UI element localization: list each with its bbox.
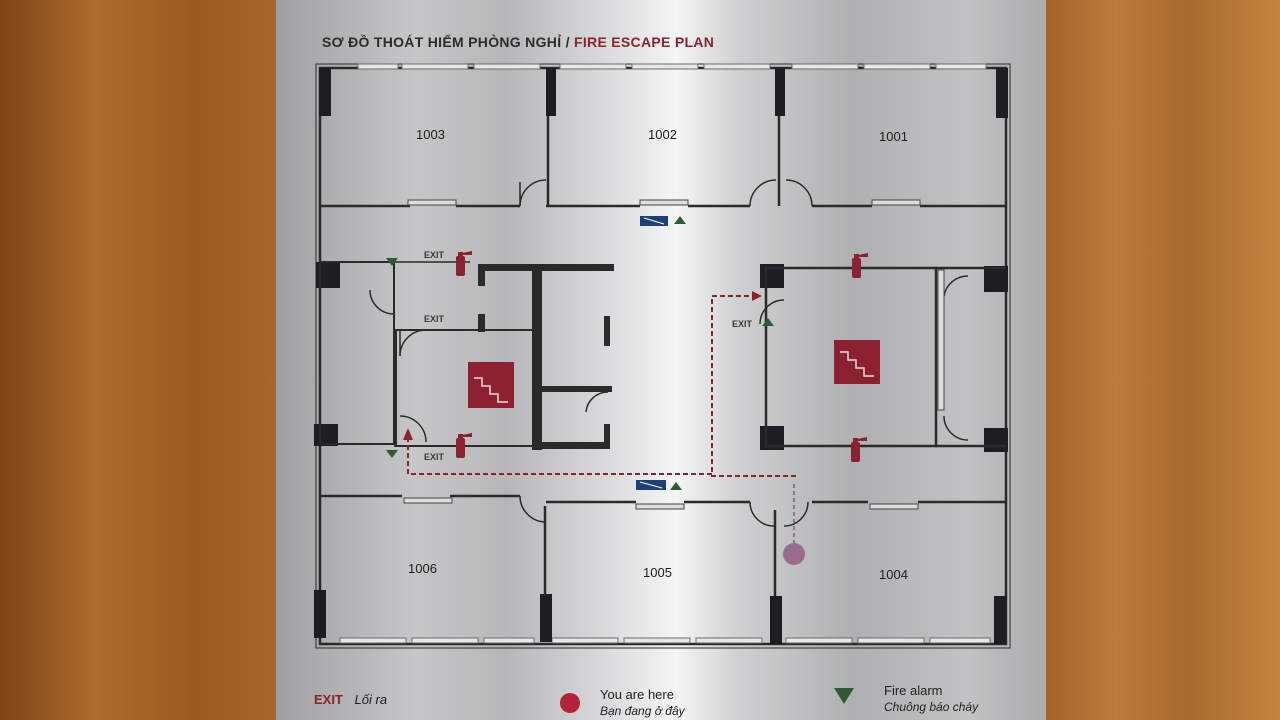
room-label: 1002 — [648, 127, 677, 142]
legend-fire-alarm: Fire alarm Chuông báo cháy — [884, 682, 978, 716]
legend-you-are-here-subtext: Bạn đang ở đây — [600, 704, 685, 718]
room-label: 1005 — [643, 565, 672, 580]
legend-fire-alarm-text: Fire alarm — [884, 683, 943, 698]
room-label: 1006 — [408, 561, 437, 576]
legend-fire-alarm-subtext: Chuông báo cháy — [884, 700, 979, 714]
fire-extinguisher-icon — [456, 251, 472, 276]
windows — [339, 63, 991, 644]
room-label: 1003 — [416, 127, 445, 142]
right-stair-core — [764, 266, 1006, 448]
wood-background-left — [0, 0, 276, 720]
exit-label: EXIT — [424, 314, 445, 324]
exit-arrow-icon — [403, 291, 762, 440]
legend-exit: EXIT Lối ra — [314, 692, 387, 707]
stairs-icon — [468, 362, 514, 408]
fire-extinguisher-icon — [852, 253, 868, 278]
left-stair-core — [319, 261, 537, 447]
exit-label: EXIT — [732, 319, 753, 329]
exit-label: EXIT — [424, 250, 445, 260]
interior-walls — [320, 116, 1006, 596]
legend-exit-text: Lối ra — [354, 692, 388, 707]
title-separator: / — [565, 34, 570, 50]
stairs-icon — [834, 340, 880, 384]
door-swings — [369, 179, 969, 527]
fire-extinguisher-icon — [851, 437, 867, 462]
title-vietnamese: SƠ ĐỒ THOÁT HIỂM PHÒNG NGHỈ — [322, 34, 562, 50]
pillars — [314, 68, 1008, 644]
room-label: 1001 — [879, 129, 908, 144]
left-core-thick-walls — [478, 264, 614, 450]
room-label: 1004 — [879, 567, 908, 582]
metal-plate — [276, 0, 1046, 720]
wood-background-right — [1046, 0, 1280, 720]
exit-label: EXIT — [424, 452, 445, 462]
title-english: FIRE ESCAPE PLAN — [574, 34, 715, 50]
legend-exit-word: EXIT — [314, 692, 343, 707]
plan-title: SƠ ĐỒ THOÁT HIỂM PHÒNG NGHỈ / FIRE ESCAP… — [322, 34, 714, 50]
you-are-here-icon — [783, 484, 805, 565]
escape-route — [407, 295, 796, 477]
legend-you-are-here: You are here Bạn đang ở đây — [600, 686, 685, 720]
fire-alarm-icon — [386, 216, 774, 490]
fire-alarm-icon — [834, 688, 854, 704]
door-leaves — [403, 199, 945, 510]
corridor-walls — [394, 261, 536, 447]
you-are-here-icon — [560, 693, 580, 713]
legend-you-are-here-text: You are here — [600, 687, 674, 702]
alarm-panel-icon — [636, 216, 668, 490]
